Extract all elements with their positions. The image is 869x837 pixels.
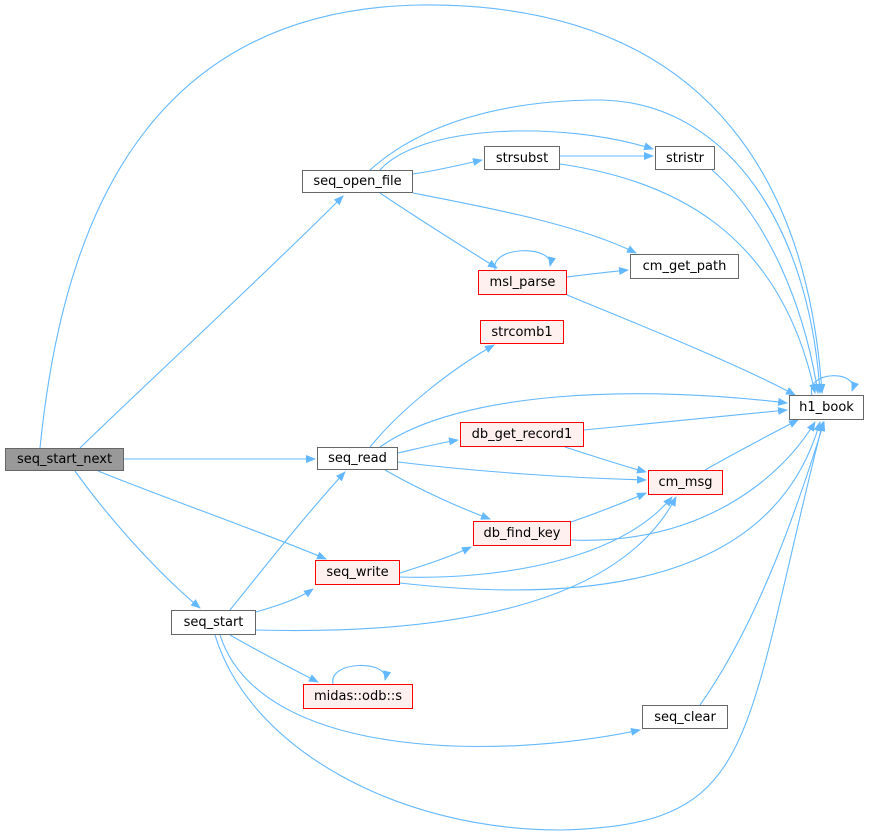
edge-seq-read-to-h1-book — [379, 393, 788, 448]
node-strsubst[interactable]: strsubst — [484, 146, 560, 170]
edge-msl-parse-to-cm-get-path — [566, 267, 629, 278]
node-seq-start[interactable]: seq_start — [171, 610, 256, 635]
node-seq-write[interactable]: seq_write — [315, 560, 400, 585]
edge-seq-start-to-seq-read — [229, 471, 346, 611]
edge-seq-open-file-to-strsubst — [412, 158, 483, 175]
edge-seq-write-to-cm-msg — [399, 496, 673, 578]
node-cm-msg[interactable]: cm_msg — [648, 470, 723, 495]
edge-seq-start-to-cm-msg — [255, 496, 677, 632]
edge-seq-start-next-to-h1-book — [39, 4, 826, 449]
node-strcomb1[interactable]: strcomb1 — [480, 320, 564, 344]
node-stristr[interactable]: stristr — [655, 146, 715, 170]
node-seq-start-next[interactable]: seq_start_next — [5, 448, 124, 471]
edge-strsubst-to-h1-book — [559, 163, 818, 394]
edge-seq-start-next-to-seq-open-file — [79, 195, 344, 449]
edge-db-get-record1-to-cm-msg — [564, 446, 647, 474]
edge-seq-write-to-db-find-key — [399, 546, 472, 574]
node-seq-open-file[interactable]: seq_open_file — [302, 170, 413, 193]
edge-seq-open-file-to-h1-book — [369, 99, 824, 394]
edge-h1-book-to-h1-book — [810, 375, 859, 396]
edge-seq-read-to-db-find-key — [384, 469, 491, 520]
edge-seq-start-next-to-seq-start — [74, 470, 201, 609]
edge-msl-parse-to-h1-book — [566, 294, 796, 396]
edge-stristr-to-h1-book — [711, 169, 821, 394]
edge-seq-start-to-midas-odb-s — [229, 634, 319, 683]
edge-seq-read-to-strcomb1 — [369, 344, 495, 448]
node-msl-parse[interactable]: msl_parse — [478, 270, 567, 295]
edge-seq-open-file-to-msl-parse — [379, 192, 498, 269]
edge-seq-start-to-seq-clear — [219, 634, 641, 747]
edge-seq-clear-to-h1-book — [699, 421, 826, 706]
edge-seq-write-to-h1-book — [399, 421, 822, 591]
node-db-get-record1[interactable]: db_get_record1 — [460, 422, 584, 447]
edge-seq-open-file-to-stristr — [379, 130, 654, 171]
edge-db-find-key-to-cm-msg — [570, 492, 647, 523]
node-seq-clear[interactable]: seq_clear — [642, 705, 728, 729]
node-midas-odb-s[interactable]: midas::odb::s — [303, 684, 413, 709]
edge-midas-odb-s-to-midas-odb-s — [332, 664, 392, 685]
edge-db-get-record1-to-h1-book — [583, 406, 788, 431]
node-h1-book[interactable]: h1_book — [789, 395, 864, 420]
node-seq-read[interactable]: seq_read — [317, 447, 398, 470]
edge-seq-start-next-to-seq-write — [97, 470, 327, 560]
node-db-find-key[interactable]: db_find_key — [473, 521, 571, 546]
edge-seq-start-to-h1-book — [214, 421, 825, 831]
edge-cm-msg-to-h1-book — [704, 419, 799, 471]
edge-msl-parse-to-msl-parse — [494, 250, 556, 271]
edge-seq-read-to-cm-msg — [397, 461, 647, 484]
edge-seq-start-to-seq-write — [255, 588, 314, 613]
edge-seq-read-to-db-get-record1 — [397, 437, 459, 454]
edge-seq-open-file-to-cm-get-path — [412, 192, 637, 254]
node-cm-get-path[interactable]: cm_get_path — [630, 254, 739, 279]
